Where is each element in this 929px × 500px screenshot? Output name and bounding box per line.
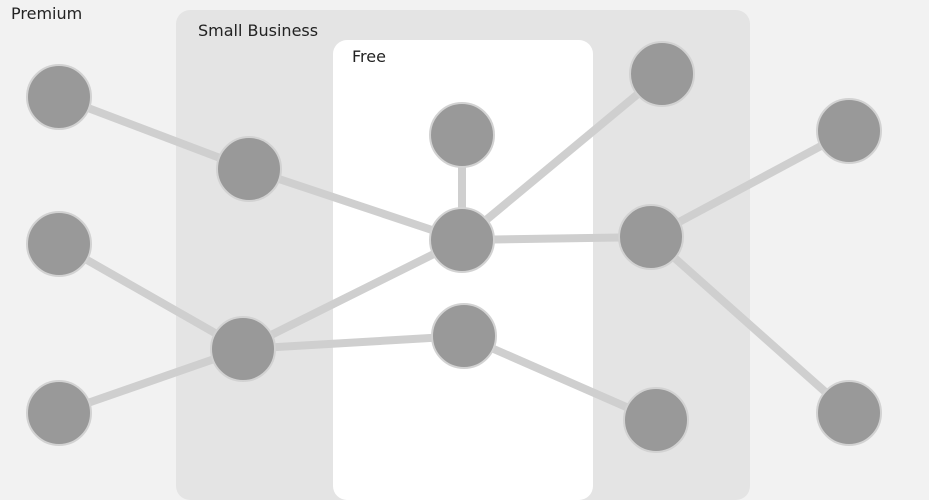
node-p1 xyxy=(26,64,92,130)
node-s2 xyxy=(210,316,276,382)
edge-s4-p4 xyxy=(649,127,851,241)
edge-p1-s1 xyxy=(57,93,251,173)
network-graph xyxy=(26,41,882,453)
edges-layer xyxy=(57,70,852,424)
node-s4 xyxy=(618,204,684,270)
free-label: Free xyxy=(352,47,386,66)
premium-label: Premium xyxy=(11,4,83,23)
node-f3 xyxy=(431,303,497,369)
node-s1 xyxy=(216,136,282,202)
node-f2 xyxy=(429,207,495,273)
node-p3 xyxy=(26,380,92,446)
edge-p2-s2 xyxy=(57,240,245,353)
edge-s1-f2 xyxy=(247,165,464,244)
node-f1 xyxy=(429,102,495,168)
node-s5 xyxy=(623,387,689,453)
edge-s4-p5 xyxy=(648,234,852,416)
edge-s2-f2 xyxy=(241,236,464,353)
edge-f2-s3 xyxy=(459,70,665,244)
edge-s2-f3 xyxy=(242,332,465,353)
node-p4 xyxy=(816,98,882,164)
node-p5 xyxy=(816,380,882,446)
node-s3 xyxy=(629,41,695,107)
nodes-layer xyxy=(26,41,882,453)
node-p2 xyxy=(26,211,92,277)
small-business-label: Small Business xyxy=(198,21,319,40)
edge-f3-s5 xyxy=(462,332,658,424)
